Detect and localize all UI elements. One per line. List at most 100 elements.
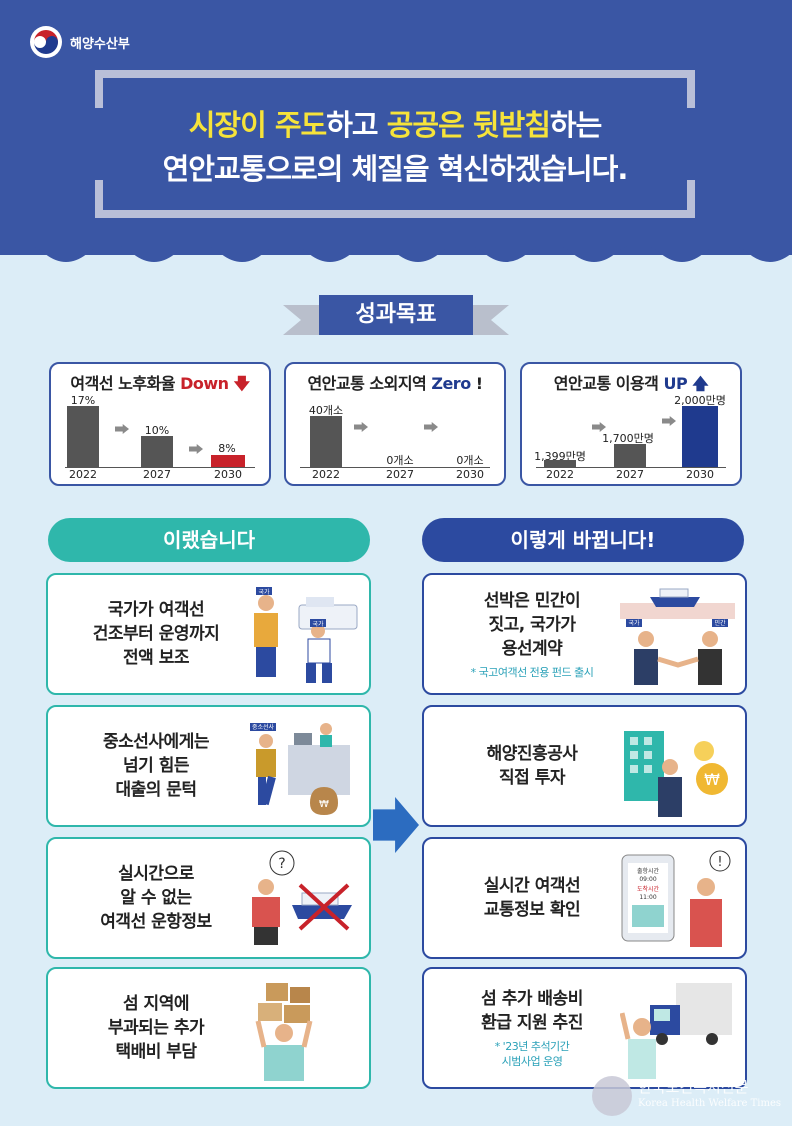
text-line: 섬 추가 배송비 bbox=[481, 989, 583, 1009]
baseline bbox=[65, 467, 255, 468]
after-item-2: 해양진흥공사 직접 투자 ₩ bbox=[422, 705, 747, 827]
text-line: 여객선 운항정보 bbox=[100, 912, 212, 932]
stat-card-underserved: 연안교통 소외지역 Zero ! 40개소 2022 0개소 2027 0개소 … bbox=[284, 362, 506, 486]
bar-value: 1,700만명 bbox=[602, 432, 654, 445]
headline-line-2: 연안교통으로의 체질을 혁신하겠습니다. bbox=[162, 152, 629, 186]
text-line: 짓고, 국가가 bbox=[488, 614, 576, 635]
item-text: 섬 추가 배송비 환급 지원 추진 * '23년 추석기간 시범사업 운영 bbox=[438, 969, 626, 1087]
header-banner: 해양수산부 시장이 주도하고 공공은 뒷받침하는 연안교통으로의 체질을 혁신하… bbox=[0, 0, 792, 255]
newspaper-logo-icon bbox=[592, 1076, 632, 1116]
text-line: 알 수 없는 bbox=[120, 888, 192, 908]
svg-text:국가: 국가 bbox=[258, 588, 270, 596]
bar-value: 40개소 bbox=[308, 404, 344, 417]
bar-value: 17% bbox=[70, 394, 96, 407]
baseline bbox=[536, 467, 726, 468]
text-line: 전액 보조 bbox=[123, 648, 189, 668]
bar-2030 bbox=[682, 406, 718, 467]
text-line: 건조부터 운영까지 bbox=[92, 624, 220, 644]
charter-contract-illustration: 국가 민간 bbox=[620, 588, 735, 685]
bar-year: 2022 bbox=[312, 468, 340, 481]
before-item-2: 중소선사에게는 넘기 힘든 대출의 문턱 중소선사 ₩ bbox=[46, 705, 371, 827]
bar-year: 2030 bbox=[214, 468, 242, 481]
bar-value: 1,399만명 bbox=[534, 450, 586, 463]
item-text: 중소선사에게는 넘기 힘든 대출의 문턱 bbox=[62, 707, 250, 825]
headline-text-1: 하고 bbox=[326, 108, 387, 142]
after-header: 이렇게 바뀝니다! bbox=[422, 518, 744, 562]
svg-text:도착시간: 도착시간 bbox=[637, 885, 660, 893]
bar-year: 2027 bbox=[386, 468, 414, 481]
text-line: 실시간으로 bbox=[118, 864, 194, 884]
loan-barrier-illustration: 중소선사 ₩ bbox=[250, 723, 350, 815]
unknown-ship-info-illustration: ? bbox=[252, 850, 352, 945]
baseline bbox=[300, 467, 490, 468]
svg-text:₩: ₩ bbox=[704, 770, 720, 789]
title-frame: 시장이 주도하고 공공은 뒷받침하는 연안교통으로의 체질을 혁신하겠습니다. bbox=[87, 70, 703, 218]
bar-year: 2030 bbox=[686, 468, 714, 481]
card-accent: Down bbox=[180, 374, 229, 393]
after-item-4: 섬 추가 배송비 환급 지원 추진 * '23년 추석기간 시범사업 운영 bbox=[422, 967, 747, 1089]
item-text: 국가가 여객선 건조부터 운영까지 전액 보조 bbox=[62, 575, 250, 693]
svg-text:!: ! bbox=[717, 855, 722, 870]
bar-2022 bbox=[67, 406, 99, 467]
item-text: 섬 지역에 부과되는 추가 택배비 부담 bbox=[62, 969, 250, 1087]
text-line: 국가가 여객선 bbox=[107, 600, 205, 620]
right-arrow-icon bbox=[592, 422, 606, 432]
direct-investment-illustration: ₩ bbox=[624, 731, 728, 817]
bar-year: 2027 bbox=[143, 468, 171, 481]
card-accent: UP bbox=[663, 374, 688, 393]
card-title: 여객선 노후화율 Down 🡇 bbox=[70, 374, 250, 393]
text-line: 택배비 부담 bbox=[115, 1042, 197, 1062]
text-line: 선박은 민간이 bbox=[483, 590, 581, 611]
right-arrow-icon bbox=[373, 797, 419, 853]
ministry-logo: 해양수산부 bbox=[30, 26, 130, 58]
bar-2022 bbox=[544, 460, 576, 467]
headline-highlight-1: 시장이 주도 bbox=[188, 108, 327, 142]
text-line: 용선계약 bbox=[501, 638, 563, 659]
right-arrow-icon bbox=[424, 422, 438, 432]
after-item-3: 실시간 여객선 교통정보 확인 출항시간 09:00 도착시간 11:00 ! bbox=[422, 837, 747, 959]
bar-2027 bbox=[614, 444, 646, 467]
item-text: 실시간으로 알 수 없는 여객선 운항정보 bbox=[62, 839, 250, 957]
item-note: * '23년 추석기간 시범사업 운영 bbox=[494, 1040, 570, 1068]
bar-value: 0개소 bbox=[386, 454, 414, 467]
before-header: 이랬습니다 bbox=[48, 518, 370, 562]
bar-2030 bbox=[211, 455, 245, 467]
after-item-1: 선박은 민간이 짓고, 국가가 용선계약 * 국고여객선 전용 펀드 출시 국가… bbox=[422, 573, 747, 695]
bar-year: 2022 bbox=[546, 468, 574, 481]
text-line: 중소선사에게는 bbox=[103, 732, 209, 752]
svg-text:국가: 국가 bbox=[312, 620, 324, 628]
svg-text:11:00: 11:00 bbox=[639, 894, 656, 901]
parcel-burden-illustration bbox=[255, 983, 313, 1081]
svg-text:국가: 국가 bbox=[628, 619, 640, 627]
goal-ribbon: 성과목표 bbox=[283, 295, 509, 341]
goal-label: 성과목표 bbox=[319, 295, 473, 335]
text-line: 부과되는 추가 bbox=[107, 1018, 205, 1038]
bar-year: 2022 bbox=[69, 468, 97, 481]
bar-value: 0개소 bbox=[456, 454, 484, 467]
item-text: 선박은 민간이 짓고, 국가가 용선계약 * 국고여객선 전용 펀드 출시 bbox=[438, 575, 626, 693]
svg-text:민간: 민간 bbox=[714, 619, 726, 627]
stat-card-aging: 여객선 노후화율 Down 🡇 17% 2022 10% 2027 8% 203… bbox=[49, 362, 271, 486]
text-line: 해양진흥공사 bbox=[486, 744, 578, 764]
headline-line-1: 시장이 주도하고 공공은 뒷받침하는 bbox=[103, 102, 687, 144]
right-arrow-icon bbox=[354, 422, 368, 432]
text-line: 환급 지원 추진 bbox=[481, 1013, 583, 1033]
watermark-korean: 한국보건복지신문 bbox=[638, 1078, 749, 1096]
item-text: 실시간 여객선 교통정보 확인 bbox=[438, 839, 626, 957]
svg-text:09:00: 09:00 bbox=[639, 876, 656, 883]
bar-value: 2,000만명 bbox=[674, 394, 726, 407]
card-title: 연안교통 이용객 UP 🡅 bbox=[553, 374, 709, 393]
bar-2027 bbox=[141, 436, 173, 467]
bar-value: 10% bbox=[144, 424, 170, 437]
before-item-3: 실시간으로 알 수 없는 여객선 운항정보 ? bbox=[46, 837, 371, 959]
svg-text:중소선사: 중소선사 bbox=[252, 723, 275, 731]
headline-text-2: 하는 bbox=[549, 108, 602, 142]
text-line: 섬 지역에 bbox=[123, 994, 189, 1014]
text-line: 교통정보 확인 bbox=[483, 900, 581, 920]
before-item-1: 국가가 여객선 건조부터 운영까지 전액 보조 국가 국가 bbox=[46, 573, 371, 695]
card-title: 연안교통 소외지역 Zero ! bbox=[307, 374, 483, 393]
text-line: 대출의 문턱 bbox=[115, 780, 197, 800]
bar-year: 2030 bbox=[456, 468, 484, 481]
headline-highlight-2: 공공은 뒷받침 bbox=[386, 108, 551, 142]
ministry-name: 해양수산부 bbox=[70, 36, 130, 52]
